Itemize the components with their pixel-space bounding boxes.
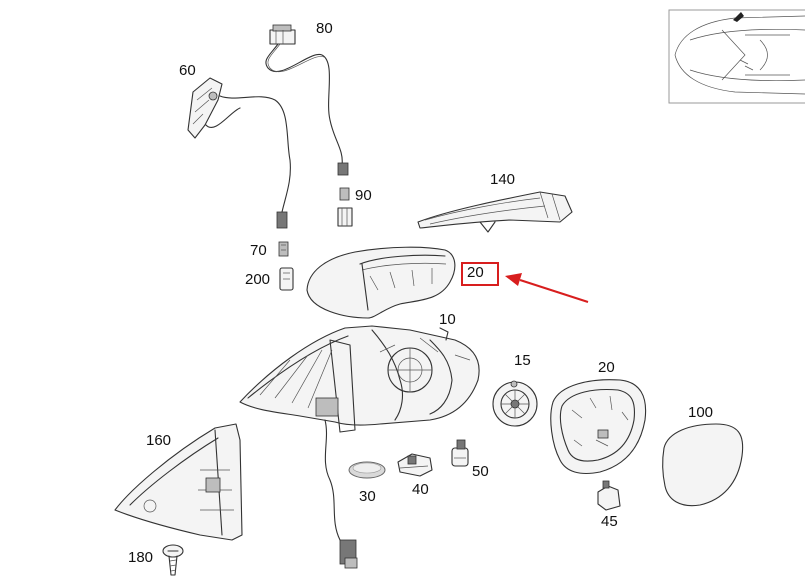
part-70-clip: [278, 241, 289, 257]
callout-10[interactable]: 10: [439, 311, 456, 328]
callout-45[interactable]: 45: [601, 513, 618, 530]
part-30-cap: [348, 461, 386, 479]
part-180-screw: [162, 544, 184, 576]
highlight-box: [461, 262, 499, 286]
callout-180[interactable]: 180: [128, 549, 154, 566]
callout-60[interactable]: 60: [179, 62, 196, 79]
part-140-indicator: [417, 191, 573, 233]
part-200-plug: [279, 267, 294, 291]
part-50-lamp: [451, 439, 469, 467]
callout-40[interactable]: 40: [412, 481, 429, 498]
callout-70[interactable]: 70: [250, 242, 267, 259]
vehicle-thumbnail: [668, 9, 805, 104]
callout-90[interactable]: 90: [355, 187, 372, 204]
callout-20-frame[interactable]: 20: [598, 359, 615, 376]
callout-140[interactable]: 140: [490, 171, 516, 188]
part-45-bracket: [597, 480, 621, 511]
part-20-cover: [306, 246, 456, 319]
callout-100[interactable]: 100: [688, 404, 714, 421]
part-40-clip: [397, 453, 433, 477]
callout-15[interactable]: 15: [514, 352, 531, 369]
part-60-bracket: [187, 77, 291, 229]
part-10-housing: [239, 325, 480, 569]
part-80-harness: [265, 24, 349, 176]
callout-80[interactable]: 80: [316, 20, 333, 37]
callout-160[interactable]: 160: [146, 432, 172, 449]
part-160-triangle-cover: [114, 423, 243, 541]
callout-20-cover[interactable]: 20: [467, 264, 484, 281]
part-20-frame: [550, 379, 647, 475]
callout-50[interactable]: 50: [472, 463, 489, 480]
callout-200[interactable]: 200: [245, 271, 271, 288]
callout-30[interactable]: 30: [359, 488, 376, 505]
part-90-connector: [337, 187, 353, 227]
part-15-motor: [492, 380, 538, 427]
highlight-arrow: [505, 273, 589, 303]
part-100-glass: [662, 423, 744, 507]
